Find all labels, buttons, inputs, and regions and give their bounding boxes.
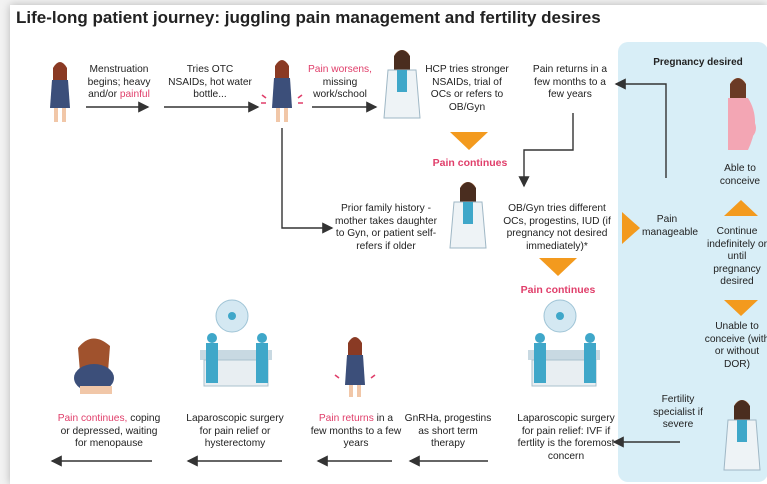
step-pain-returns-bottom: Pain returns in a few months to a few ye… [310,413,402,451]
orange-triangle-down-2 [539,258,577,276]
crouching-woman-figure [74,338,114,394]
pregnant-woman-figure [728,78,756,150]
surgery-figure-1 [528,299,600,387]
pain-returns-highlight: Pain returns [318,413,374,424]
woman-figure-1 [50,62,70,122]
step-gnrha: GnRHa, progestins as short term therapy [404,413,492,449]
panel-able: Able to conceive [719,163,761,187]
doctor-figure-1 [383,50,421,119]
surgery-figure-2 [200,299,272,387]
orange-triangle-up [724,200,758,216]
pain-returns-text: in a few months to a few years [310,413,402,449]
step-laparoscopic-2: Laparoscopic surgery for pain relief or … [186,413,284,449]
arrow-able-return [614,78,667,178]
step-worsens: Pain worsens, missing work/school [306,64,374,102]
step-menstruation-text: Menstruation begins; heavy and/or [87,64,151,100]
step-otc: Tries OTC NSAIDs, hot water bottle... [168,64,252,100]
step-laparoscopic-1: Laparoscopic surgery for pain relief: IV… [517,413,615,462]
pain-continues-1: Pain continues [432,157,508,169]
woman-figure-returns [334,337,376,397]
fertility-specialist-figure [723,400,761,471]
orange-triangle-down-3 [724,300,758,316]
step-hcp: HCP tries stronger NSAIDs, trial of OCs … [425,64,509,113]
step-menstruation-highlight: painful [119,89,150,100]
final-text: coping or depressed, waiting for menopau… [60,413,161,449]
step-worsens-text: missing work/school [313,76,367,101]
arrow-returns-obgyn [518,113,574,188]
panel-continue: Continue indefinitely or until pregnancy… [706,226,767,287]
final-highlight: Pain continues, [57,413,128,424]
woman-figure-pain [261,60,303,122]
panel-unable: Unable to conceive (with or without DOR) [704,321,767,370]
step-menstruation: Menstruation begins; heavy and/or painfu… [86,64,152,102]
pain-manageable: Pain manageable [642,214,699,238]
step-final: Pain continues, coping or depressed, wai… [56,413,162,451]
step-obgyn: OB/Gyn tries different OCs, progestins, … [503,203,611,252]
arrow-worsens-family [281,128,334,234]
step-worsens-highlight: Pain worsens, [308,64,372,75]
step-pain-returns: Pain returns in a few months to a few ye… [532,64,608,100]
pain-continues-2: Pain continues [520,284,596,296]
diagram-title: Life-long patient journey: juggling pain… [16,8,601,27]
orange-triangle-right [622,212,640,244]
panel-title: Pregnancy desired [653,57,743,68]
panel-specialist: Fertility specialist if severe [653,394,703,430]
orange-triangle-down-1 [450,132,488,150]
doctor-figure-2 [449,182,487,249]
step-family-history: Prior family history - mother takes daug… [335,203,437,252]
